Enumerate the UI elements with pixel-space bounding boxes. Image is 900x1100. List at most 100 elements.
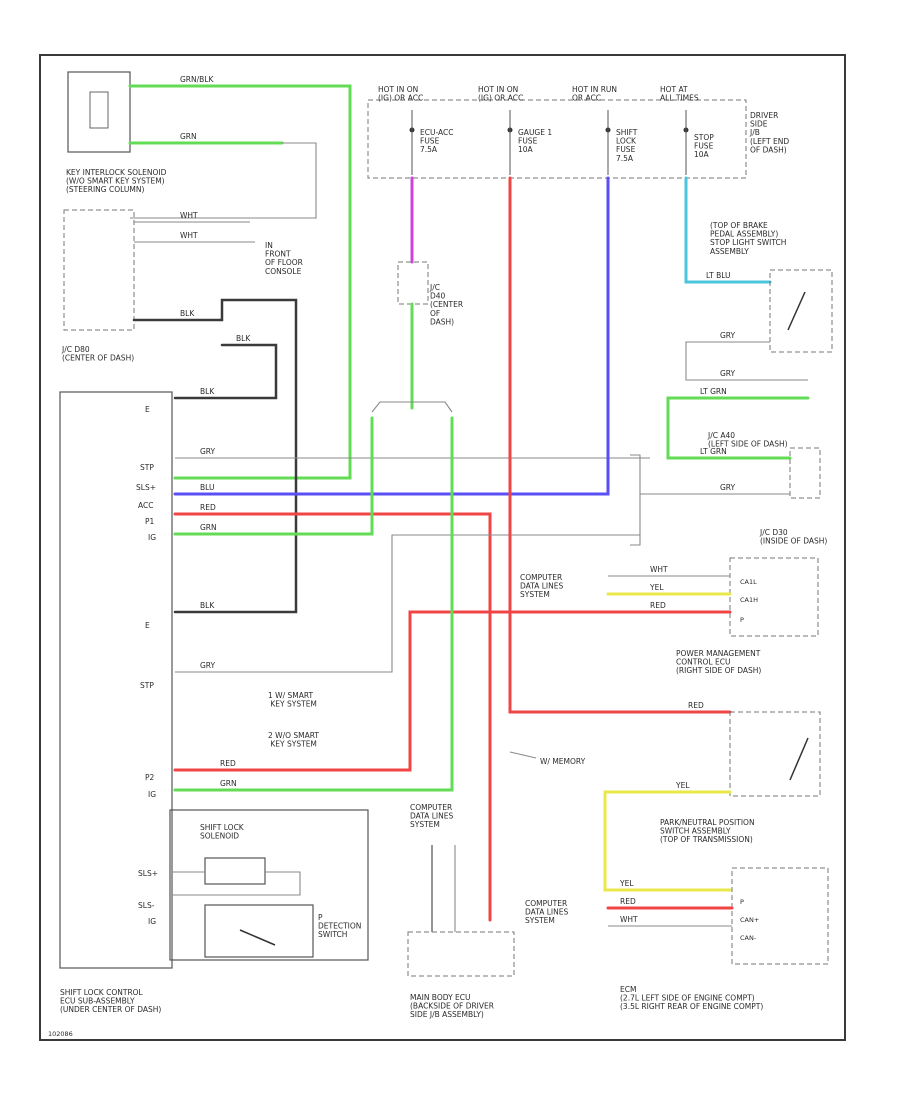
ecu-sig-sls-minus: SLS- — [138, 901, 155, 910]
wire-label-lt-grn-2: LT GRN — [700, 447, 727, 456]
footer-code: 102086 — [48, 1030, 73, 1038]
wire-label-grn-2: GRN — [200, 523, 217, 532]
wire-label-gry-5: GRY — [720, 483, 736, 492]
wire-label-grn: GRN — [180, 132, 197, 141]
wire-label-wht-2: WHT — [180, 231, 198, 240]
ecu-sig-p2: P2 — [145, 773, 155, 782]
wire-label-gry-2: GRY — [200, 661, 216, 670]
wire-label-blk-4: BLK — [200, 601, 215, 610]
wire-sls-plus — [172, 871, 301, 896]
wire-label-red-4: RED — [650, 601, 666, 610]
wire-blk-ecu-e — [132, 298, 298, 614]
wire-label-wht-4: WHT — [620, 915, 638, 924]
key-interlock-label: KEY INTERLOCK SOLENOID(W/O SMART KEY SYS… — [66, 168, 167, 194]
main-body-ecu-box — [407, 931, 515, 977]
diagram-frame — [39, 54, 846, 1041]
wire-solenoid-return — [130, 142, 317, 219]
jc-d40-box — [397, 261, 429, 305]
p-detection-switch-box — [204, 904, 314, 958]
ecu-sig-e2: E — [145, 621, 150, 630]
ecm-pin-canm: CAN- — [740, 934, 757, 942]
wire-label-grn-blk: GRN/BLK — [180, 75, 214, 84]
wire-label-yel-1: YEL — [649, 583, 664, 592]
fuse-1-hot-label: HOT IN ON(IG) OR ACC — [378, 85, 423, 103]
wire-bracket — [630, 454, 641, 546]
shift-lock-sub-box — [169, 809, 369, 961]
ecm-pin-p: P — [740, 898, 744, 906]
jc-center-box — [63, 209, 135, 331]
ecu-sig-sls1: SLS+ — [136, 483, 156, 492]
key-interlock-solenoid-box — [67, 71, 131, 153]
wire-gry-stp2 — [175, 534, 640, 673]
wire-label-gry-4: GRY — [720, 369, 736, 378]
wire-red-p2 — [173, 610, 732, 772]
pmc-pin-2: CA1H — [740, 596, 758, 604]
shift-lock-solenoid-icon — [204, 857, 266, 885]
fuse-2-hot-label: HOT IN ON(IG) OR ACC — [478, 85, 523, 103]
ecm-pin-canp: CAN+ — [740, 916, 759, 924]
solenoid-coil-icon — [89, 91, 109, 129]
wire-label-gry-1: GRY — [200, 447, 216, 456]
jc-center-label: J/C D80(CENTER OF DASH) — [61, 345, 134, 363]
wire-label-blk-1: BLK — [180, 309, 195, 318]
wire-blu-sls — [173, 176, 610, 496]
shift-lock-ecu-box — [59, 391, 173, 969]
ecu-sig-acc: ACC — [138, 501, 153, 510]
stop-light-switch-icon — [787, 291, 806, 331]
wire-label-red-2: RED — [220, 759, 236, 768]
ecu-sig-ig: IG — [148, 533, 156, 542]
wire-label-lt-grn-1: LT GRN — [700, 387, 727, 396]
ecu-sig-p1: P1 — [145, 517, 155, 526]
ecu-sig-ig3: IG — [148, 917, 156, 926]
jc-left-box — [789, 447, 821, 499]
pmc-pin-1: CA1L — [740, 578, 757, 586]
pmc-switch-box — [729, 711, 821, 797]
wire-label-red-1: RED — [200, 503, 216, 512]
ecu-sig-e: E — [145, 405, 150, 414]
ecu-sig-ig2: IG — [148, 790, 156, 799]
wire-lt-grn-jc — [666, 396, 810, 460]
wire-label-gry-3: GRY — [720, 331, 736, 340]
driver-side-jb-box — [367, 99, 747, 179]
jc-left-label: J/C A40(LEFT SIDE OF DASH) — [707, 431, 788, 449]
wire-red-acc — [173, 512, 492, 922]
stop-light-switch-box — [769, 269, 833, 353]
jc-d30-label: J/C D30(INSIDE OF DASH) — [759, 528, 827, 546]
pmc-switch-icon — [789, 737, 809, 781]
wire-grn-ig — [173, 416, 374, 536]
pmc-pin-3: P — [740, 616, 744, 624]
wire-label-lt-blu: LT BLU — [706, 271, 731, 280]
wire-label-yel-2: YEL — [675, 781, 690, 790]
wire-grn-blk-solenoid — [128, 84, 352, 480]
wire-d40-split — [371, 401, 453, 413]
note-1: 1 W/ SMART KEY SYSTEM — [268, 691, 317, 709]
wire-yel-pn — [603, 790, 732, 892]
ecu-sig-stp: STP — [140, 463, 154, 472]
ecm-label: ECM(2.7L LEFT SIDE OF ENGINE COMPT)(3.5L… — [620, 985, 763, 1011]
wire-label-wht-3: WHT — [650, 565, 668, 574]
wire-grn-ig2 — [173, 416, 454, 792]
wire-lt-blu-stop — [684, 176, 772, 284]
wire-label-grn-3: GRN — [220, 779, 237, 788]
